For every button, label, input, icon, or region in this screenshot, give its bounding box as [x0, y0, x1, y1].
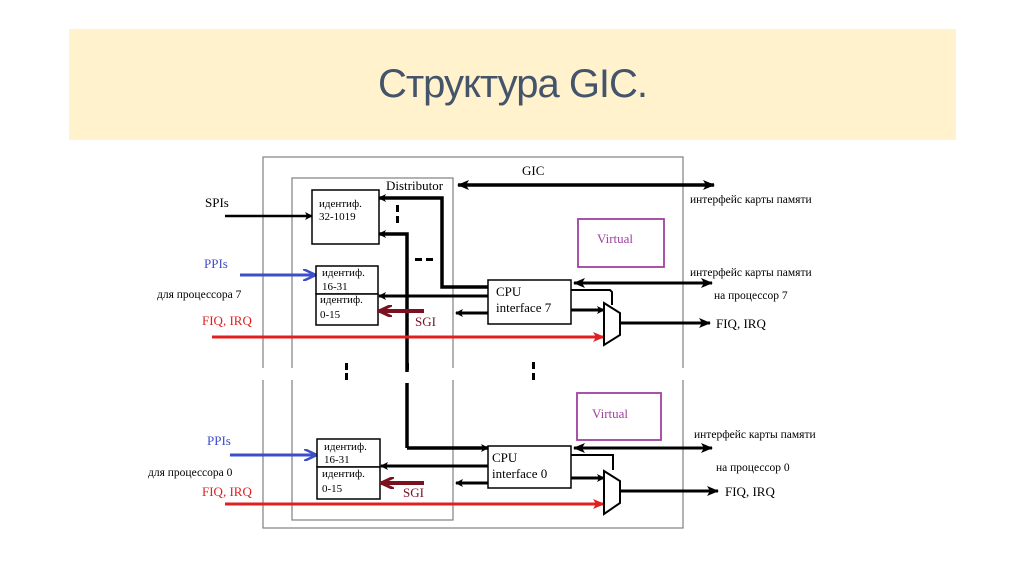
- fiq-irq-out-label-7: FIQ, IRQ: [716, 316, 766, 331]
- mem-if-label-7: интерфейс карты памяти: [690, 267, 812, 279]
- virtual-block-7: [577, 218, 665, 268]
- cpu-interface-7-line2: interface 7: [496, 300, 552, 315]
- ppi-block-0-line2: 16-31: [324, 454, 350, 466]
- distributor-frame: [291, 177, 454, 521]
- mux-0: [603, 469, 621, 516]
- distributor-label: Distributor: [386, 178, 444, 193]
- sgi-block-7-line1: идентиф.: [320, 294, 363, 306]
- ppis-label-0: PPIs: [207, 433, 231, 448]
- for-processor-label-7: для процессора 7: [157, 289, 242, 301]
- processor-0-group: PPIs для процессора 0 FIQ, IRQ идентиф. …: [148, 392, 816, 516]
- spi-block-line2: 32-1019: [319, 211, 356, 223]
- processor-7-group: PPIs для процессора 7 FIQ, IRQ идентиф. …: [157, 218, 812, 347]
- cpu-interface-0: [487, 445, 572, 489]
- sgi-block-0-line1: идентиф.: [322, 468, 365, 480]
- sgi-block-7-line2: 0-15: [320, 309, 341, 321]
- mem-if-label-0: интерфейс карты памяти: [694, 429, 816, 441]
- cpu7-to-spi-line: [378, 194, 488, 289]
- cpu0-to-spi-line: [378, 230, 409, 360]
- ppi-block-7-line2: 16-31: [322, 281, 348, 293]
- sgi-id-block-7: [315, 293, 379, 326]
- fiq-irq-in-label-7: FIQ, IRQ: [202, 313, 252, 328]
- to-processor-label-0: на процессор 0: [716, 462, 790, 474]
- virtual-label-0: Virtual: [592, 406, 628, 421]
- to-processor-label-7: на процессор 7: [714, 290, 788, 302]
- ppis-label-7: PPIs: [204, 256, 228, 271]
- sgi-block-0-line2: 0-15: [322, 483, 343, 495]
- for-processor-label-0: для процессора 0: [148, 467, 233, 479]
- memory-map-interface-label: интерфейс карты памяти: [690, 194, 812, 206]
- cpu-interface-7-line1: CPU: [496, 284, 522, 299]
- sgi-id-block-0: [316, 466, 381, 500]
- slide-title: Структура GIC.: [377, 62, 648, 106]
- spi-block-line1: идентиф.: [319, 198, 362, 210]
- ppi-block-0-line1: идентиф.: [324, 441, 367, 453]
- cpu-interface-7: [487, 279, 572, 325]
- fiq-irq-out-label-0: FIQ, IRQ: [725, 484, 775, 499]
- spi-id-block: [311, 189, 380, 245]
- fiq-irq-in-label-0: FIQ, IRQ: [202, 484, 252, 499]
- spis-label: SPIs: [205, 195, 229, 210]
- mux-7: [603, 301, 621, 347]
- ppi-block-7-line1: идентиф.: [322, 267, 365, 279]
- sgi-label-7: SGI: [415, 314, 436, 329]
- cpu-interface-0-line1: CPU: [492, 450, 518, 465]
- gic-frame: [262, 156, 684, 529]
- virtual-block-0: [576, 392, 662, 441]
- cpu-interface-0-line2: interface 0: [492, 466, 547, 481]
- virtual-label-7: Virtual: [597, 231, 633, 246]
- gic-label: GIC: [522, 163, 544, 178]
- sgi-label-0: SGI: [403, 485, 424, 500]
- title-band: Структура GIC.: [69, 29, 956, 140]
